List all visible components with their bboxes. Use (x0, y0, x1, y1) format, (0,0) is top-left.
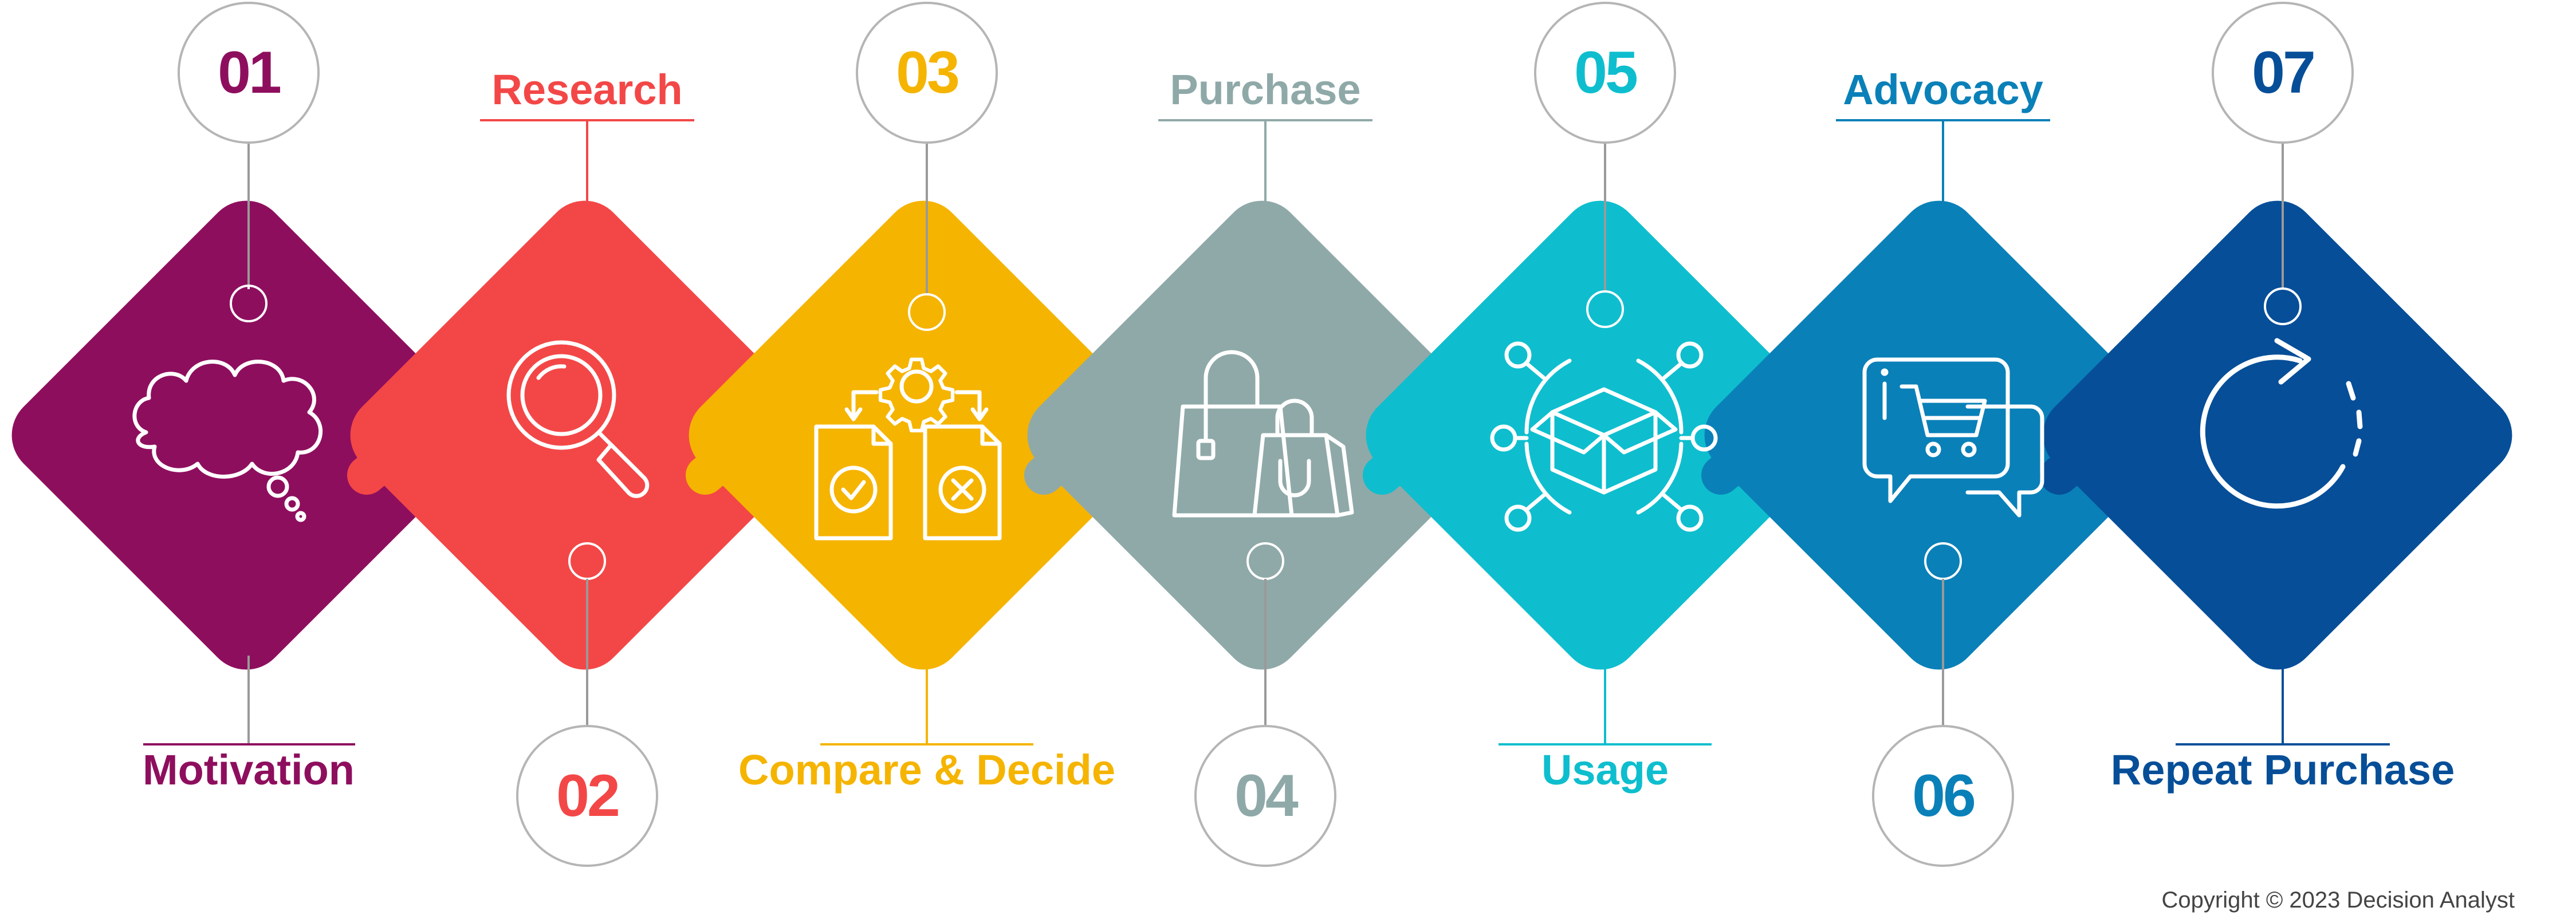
step-5-dot (1586, 290, 1624, 328)
step-6-number-badge: 06 (1872, 725, 2014, 867)
step-7-dot (2264, 287, 2302, 325)
step-1-label: Motivation (143, 746, 355, 794)
link-6-7 (2040, 358, 2194, 495)
magnifier-icon (506, 340, 650, 498)
step-labels: Motivation Research Compare & Decide Pur… (143, 66, 2455, 794)
shopping-bags-icon (1172, 350, 1354, 518)
step-5-number-badge: 05 (1534, 2, 1676, 144)
step-7-label: Repeat Purchase (2111, 746, 2455, 794)
link-5-6 (1701, 358, 1856, 495)
step-4-label: Purchase (1170, 66, 1360, 113)
step-1-number-badge: 01 (178, 2, 320, 144)
step-2-diamond (350, 200, 820, 670)
link-2-3 (686, 358, 840, 495)
step-1-number: 01 (218, 40, 280, 106)
link-4-5 (1363, 358, 1517, 495)
step-4-number-badge: 04 (1194, 725, 1336, 867)
link-1-2 (347, 358, 502, 495)
step-3-dot (908, 293, 946, 331)
step-numbers: 01 02 03 04 05 06 07 (178, 2, 2354, 867)
chat-cart-icon (1862, 357, 2044, 518)
step-5-number: 05 (1574, 40, 1637, 106)
step-3-number: 03 (896, 40, 958, 106)
copyright-text: Copyright © 2023 Decision Analyst (2162, 888, 2515, 913)
step-2-number-badge: 02 (516, 725, 658, 867)
step-1-diamond (11, 200, 481, 670)
step-6-label: Advocacy (1843, 66, 2043, 113)
link-3-4 (1024, 358, 1179, 495)
step-3-label: Compare & Decide (738, 746, 1115, 794)
step-icons (132, 338, 2363, 541)
step-2-label: Research (491, 66, 682, 113)
compare-documents-icon (814, 357, 1002, 541)
connectors (143, 119, 2390, 746)
step-7-diamond (2043, 200, 2512, 670)
step-4-number: 04 (1234, 763, 1299, 829)
step-7-number: 07 (2252, 40, 2314, 106)
refresh-arrow-icon (2200, 338, 2363, 509)
step-6-number: 06 (1912, 763, 1975, 829)
diamond-links (347, 358, 2194, 495)
product-box-network-icon (1490, 341, 1718, 532)
step-5-label: Usage (1541, 746, 1669, 794)
step-7-number-badge: 07 (2212, 2, 2354, 144)
thought-cloud-icon (132, 360, 323, 522)
step-1-dot (230, 285, 268, 322)
step-3-number-badge: 03 (856, 2, 998, 144)
step-2-number: 02 (556, 763, 618, 829)
